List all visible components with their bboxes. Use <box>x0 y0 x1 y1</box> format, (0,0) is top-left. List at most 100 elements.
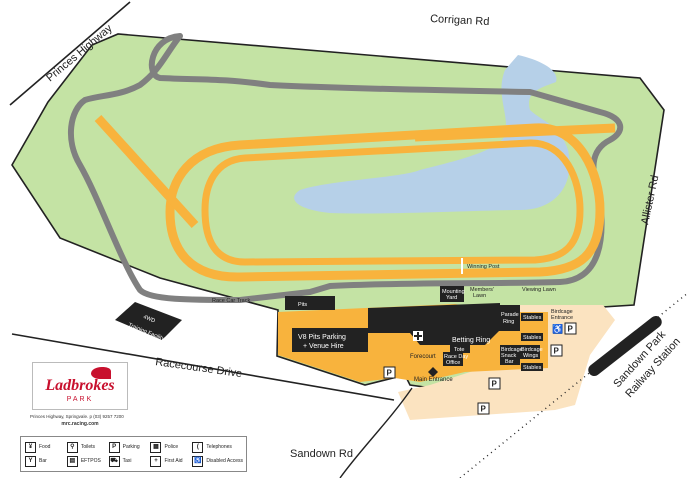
winning-post-label: Winning Post <box>467 264 500 270</box>
stables-label-3: Stables <box>523 365 542 371</box>
wings-building <box>520 345 540 359</box>
taxi-icon: ⛟ <box>108 455 120 467</box>
top-chute <box>414 123 616 142</box>
parade-ring <box>498 305 520 331</box>
legend-label: Disabled Access <box>206 458 243 464</box>
v8-pits-label-1: V8 Pits Parking <box>298 334 346 341</box>
legend-label: Toilets <box>80 444 96 450</box>
legend-label: Taxi <box>122 458 132 464</box>
parking-icon-2 <box>488 377 501 390</box>
parade-ring-label-2: Ring <box>503 319 514 325</box>
legend-label: Parking <box>122 444 140 450</box>
racecourse-drive-road <box>11 333 395 401</box>
logo-card: Ladbrokes PARK <box>32 362 128 410</box>
legend-label: Food <box>39 444 51 450</box>
railway-station <box>588 315 662 377</box>
straight-chute <box>94 114 199 229</box>
betting-ring-building <box>368 303 500 345</box>
disabled-access-icon: ♿ <box>552 323 563 334</box>
legend-label: Bar <box>39 458 47 464</box>
sandown-rd-road <box>339 387 413 478</box>
snack-bar-building <box>500 345 520 365</box>
viewing-lawn-label: Viewing Lawn <box>522 287 556 293</box>
stables-label-1: Stables <box>523 315 542 321</box>
pits-building <box>285 296 335 310</box>
telephone-icon: ( <box>192 441 204 453</box>
legend-item: ▤EFTPOS <box>66 454 109 468</box>
stables-building-1 <box>521 313 543 321</box>
parking-icon: P <box>108 441 120 453</box>
mounting-yard-label-2: Yard <box>446 295 457 301</box>
mounting-yard <box>440 286 464 302</box>
race-car-track-label: Race Car Track <box>212 298 250 304</box>
mounting-yard-label-1: Mounting <box>442 289 465 295</box>
race-car-track <box>67 33 624 303</box>
legend-label: Telephones <box>206 444 232 450</box>
tote-label: Tote <box>454 347 464 353</box>
wings-label-2: Wings <box>523 353 539 359</box>
race-day-office-label-1: Race Day <box>444 354 468 360</box>
legend-item: ¥Food <box>25 440 67 454</box>
racecourse-drive-label: Racecourse Drive <box>155 356 243 380</box>
race-day-office <box>443 352 463 366</box>
lower-precinct <box>398 305 615 420</box>
inner-race-track <box>201 139 584 266</box>
legend-label: Police <box>164 444 179 450</box>
forecourt-label: Forecourt <box>410 354 436 360</box>
police-icon: ▦ <box>150 441 162 453</box>
stables-building-2 <box>521 333 543 341</box>
legend-item: (Telephones <box>192 440 243 454</box>
food-icon: ¥ <box>25 441 36 453</box>
legend-label: First Aid <box>164 458 183 464</box>
training-facility <box>115 302 182 340</box>
betting-ring-label: Betting Ring <box>452 337 490 344</box>
members-lawn-label-1: Members' <box>470 287 494 293</box>
venue-web: mrc.racing.com <box>61 421 99 427</box>
parking-label-4: P <box>568 325 574 334</box>
princes-highway-road <box>9 1 131 106</box>
parking-icon-1 <box>383 366 396 379</box>
v8-pits-building <box>292 328 368 352</box>
eftpos-icon: ▤ <box>66 455 78 467</box>
logo-brand-text: Ladbrokes <box>45 377 115 394</box>
main-race-track <box>165 123 605 282</box>
birdcage-entrance-label-1: Birdcage <box>551 309 573 315</box>
parking-label-3: P <box>481 405 487 414</box>
stables-label-2: Stables <box>523 335 542 341</box>
main-entrance-label: Main Entrance <box>414 377 453 383</box>
birdcage-entrance-label-2: Entrance <box>551 315 573 321</box>
legend-item: ♿Disabled Access <box>192 454 243 468</box>
logo-panel: Ladbrokes PARK Princes Highway, Springva… <box>30 362 130 430</box>
tote-building <box>450 345 470 353</box>
parking-icon-4 <box>564 322 577 335</box>
training-facility-label-1: 4WD <box>142 314 156 324</box>
parking-icon-5 <box>550 344 563 357</box>
race-day-office-label-2: Office <box>446 360 460 366</box>
first-aid-icon: + <box>150 455 162 467</box>
legend-item: +First Aid <box>150 454 192 468</box>
parade-ring-label-1: Parade <box>501 312 519 318</box>
disabled-access-icon: ♿ <box>192 455 204 467</box>
bar-icon: Y <box>25 455 36 467</box>
members-lawn-label-2: Lawn <box>473 293 486 299</box>
v8-pits-label-2: + Venue Hire <box>303 343 344 350</box>
sandown-rd-label: Sandown Rd <box>290 448 353 460</box>
parking-label-2: P <box>492 380 498 389</box>
main-entrance-marker <box>428 367 438 377</box>
legend-label: EFTPOS <box>80 458 101 464</box>
logo-sub-text: PARK <box>66 396 94 403</box>
toilets-icon: ⚲ <box>66 441 78 453</box>
stables-building-3 <box>521 363 543 371</box>
wings-label-1: Birdcage <box>521 347 543 353</box>
snack-bar-label-2: Snack <box>501 353 517 359</box>
legend-item: ▦Police <box>150 440 192 454</box>
venue-address: Princes Highway, Springvale. p (03) 9257… <box>30 414 124 419</box>
legend-item: ⛟Taxi <box>108 454 151 468</box>
parking-label-5: P <box>554 347 560 356</box>
lake <box>294 55 570 214</box>
corrigan-rd-label: Corrigan Rd <box>430 13 490 28</box>
